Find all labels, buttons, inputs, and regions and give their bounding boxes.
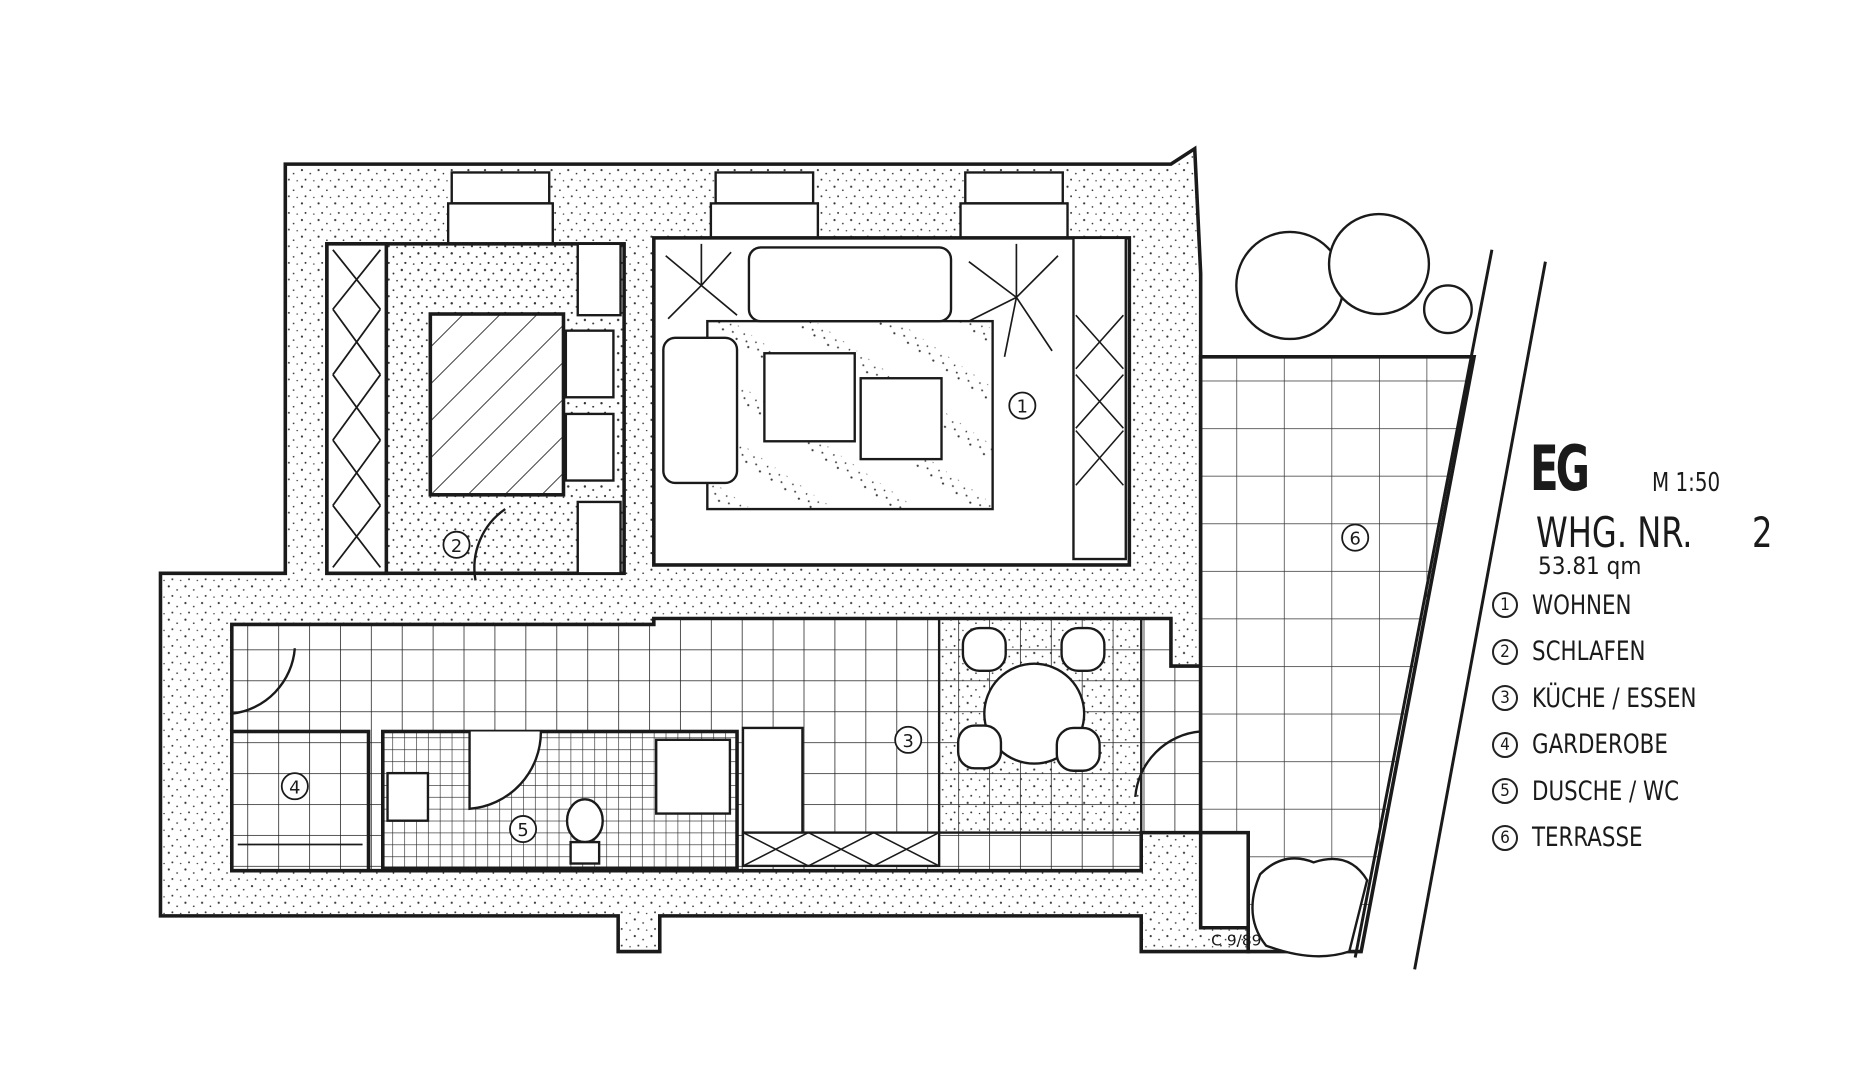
room-item: 1 WOHNEN	[1492, 582, 1719, 629]
room-item: 3 KÜCHE / ESSEN	[1492, 675, 1719, 722]
apartment-number: 2	[1751, 508, 1773, 557]
marker-4: 4	[289, 777, 300, 798]
room-schlafen	[325, 242, 626, 581]
room-item: 2 SCHLAFEN	[1492, 629, 1719, 676]
room-name: KÜCHE / ESSEN	[1532, 682, 1697, 714]
marker-6: 6	[1350, 529, 1361, 550]
room-name: TERRASSE	[1532, 822, 1643, 854]
room-list: 1 WOHNEN 2 SCHLAFEN 3 KÜCHE / ESSEN 4 GARDER…	[1492, 582, 1719, 861]
room-name: SCHLAFEN	[1532, 636, 1646, 668]
room-dusche-wc	[381, 729, 739, 871]
room-item: 4 GARDEROBE	[1492, 722, 1719, 769]
room-wohnen	[652, 236, 1132, 567]
apartment-prefix: WHG. NR.	[1536, 508, 1693, 557]
room-garderobe	[230, 729, 371, 873]
room-number: 6	[1492, 824, 1518, 851]
apartment-label: WHG. NR. 2	[1536, 508, 1772, 557]
room-item: 5 DUSCHE / WC	[1492, 768, 1719, 815]
apartment-area: 53.81 qm	[1538, 552, 1642, 580]
windows	[446, 171, 1069, 246]
room-name: WOHNEN	[1532, 589, 1632, 621]
marker-1: 1	[1017, 397, 1028, 418]
room-number: 5	[1492, 778, 1518, 805]
signature: C 9/89	[1211, 932, 1261, 950]
marker-2: 2	[451, 536, 462, 557]
room-number: 4	[1492, 731, 1518, 758]
scale-label: M 1:50	[1652, 468, 1721, 498]
room-name: GARDEROBE	[1532, 729, 1668, 761]
room-name: DUSCHE / WC	[1532, 775, 1680, 807]
room-number: 3	[1492, 685, 1518, 712]
marker-3: 3	[903, 731, 914, 752]
room-number: 1	[1492, 592, 1518, 619]
room-markers	[280, 391, 1370, 844]
marker-5: 5	[517, 820, 528, 841]
floor-label: EG	[1530, 432, 1590, 505]
room-item: 6 TERRASSE	[1492, 815, 1719, 862]
room-number: 2	[1492, 638, 1518, 665]
room-terrasse	[1198, 212, 1547, 970]
